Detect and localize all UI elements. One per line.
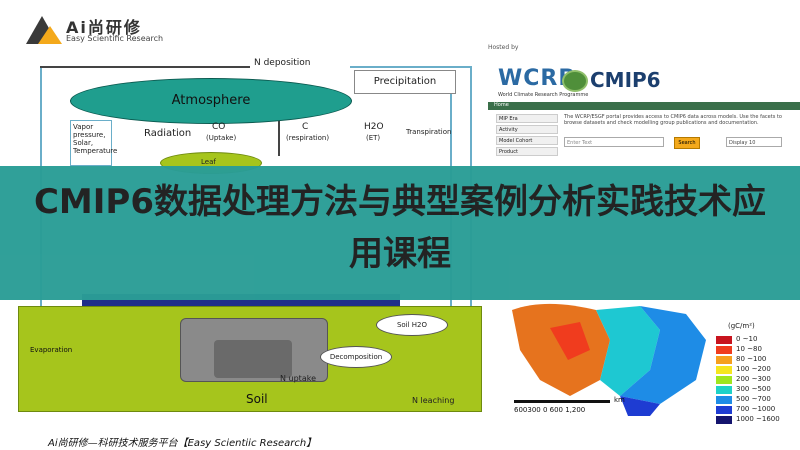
scalebar-line <box>514 400 610 403</box>
site-description: The WCRP/ESGF portal provides access to … <box>564 114 782 126</box>
cmip6-brand: CMIP6 <box>590 68 661 92</box>
cmip6-website-preview: Hosted by WCRP CMIP6 World Climate Resea… <box>488 44 800 172</box>
vapor-label: Vapor pressure, Solar, Temperature <box>73 123 118 155</box>
scalebar-ticks: 600300 0 600 1,200 <box>514 406 586 414</box>
n-deposition-label: N deposition <box>254 58 311 68</box>
legend-swatch <box>716 396 732 404</box>
map-region-north <box>550 322 590 360</box>
hosted-by-label: Hosted by <box>488 44 519 51</box>
legend-swatch <box>716 386 732 394</box>
legend-item: 80 ~100 <box>716 355 800 364</box>
evaporation-label: Evaporation <box>30 346 73 354</box>
site-navbar[interactable]: Home <box>488 102 800 110</box>
brand-logo: Ai尚研修 Easy Scientific Research <box>26 14 166 48</box>
scalebar-unit: km <box>614 396 625 404</box>
facet-activity[interactable]: Activity <box>496 125 558 134</box>
radiation-label: Radiation <box>144 128 192 139</box>
search-input[interactable]: Enter Text <box>564 137 664 147</box>
c-sub-label: (respiration) <box>286 134 330 142</box>
china-map <box>512 303 706 416</box>
facet-model-cohort[interactable]: Model Cohort <box>496 136 558 145</box>
nav-home[interactable]: Home <box>494 102 509 108</box>
course-title: CMIP6数据处理方法与典型案例分析实践技术应用课程 <box>33 182 766 274</box>
soil-h2o-node: Soil H2O <box>376 314 448 336</box>
display-select[interactable]: Display 10 <box>726 137 782 147</box>
facet-product[interactable]: Product <box>496 147 558 156</box>
h2o-sub-label: (ET) <box>366 134 381 142</box>
legend-unit: (gC/m²) <box>728 322 755 330</box>
facet-mip-era[interactable]: MIP Era <box>496 114 558 123</box>
co2-sub-label: (Uptake) <box>206 134 237 142</box>
decomposition-node: Decomposition <box>320 346 392 368</box>
site-header-strip: Hosted by <box>488 44 800 58</box>
legend-item: 100 ~200 <box>716 365 800 374</box>
search-button[interactable]: Search <box>674 137 700 149</box>
legend-swatch <box>716 416 732 424</box>
logo-accent-icon <box>38 26 62 44</box>
legend-item: 700 ~1000 <box>716 405 800 414</box>
legend-swatch <box>716 366 732 374</box>
map-region-west <box>512 303 610 396</box>
h2o-label: H2O <box>364 122 384 132</box>
diagram-line <box>40 66 250 68</box>
diagram-line <box>350 66 470 68</box>
title-banner: CMIP6数据处理方法与典型案例分析实践技术应用课程 <box>0 166 800 300</box>
logo-name: Ai尚研修 <box>66 18 142 37</box>
legend-swatch <box>716 346 732 354</box>
legend-swatch <box>716 356 732 364</box>
map-scalebar: 600300 0 600 1,200 km <box>514 396 625 418</box>
logo-tagline: Easy Scientific Research <box>66 34 164 43</box>
soil-label: Soil <box>246 392 268 406</box>
n-uptake-label: N uptake <box>280 374 316 383</box>
diagram-line <box>278 116 280 156</box>
legend-item: 1000 ~1600 <box>716 415 800 424</box>
map-legend: (gC/m²) 0 ~10 10 ~80 80 ~100 100 ~200 20… <box>706 322 800 424</box>
co2-label: CO <box>212 122 226 132</box>
footer-text: Ai尚研修—科研技术服务平台【Easy Scientiic Research】 <box>48 438 317 449</box>
legend-item: 200 ~300 <box>716 375 800 384</box>
atmosphere-node: Atmosphere <box>70 78 352 124</box>
legend-swatch <box>716 376 732 384</box>
legend-swatch <box>716 406 732 414</box>
c-label: C <box>302 122 309 132</box>
transpiration-label: Transpiration <box>406 128 452 136</box>
legend-swatch <box>716 336 732 344</box>
vapor-box: Vapor pressure, Solar, Temperature <box>70 120 118 166</box>
map-region-center <box>596 306 660 396</box>
legend-item: 0 ~10 <box>716 335 800 344</box>
soil-pool-inner <box>214 340 292 378</box>
precipitation-node: Precipitation <box>354 70 456 94</box>
n-leaching-label: N leaching <box>412 396 455 405</box>
legend-item: 10 ~80 <box>716 345 800 354</box>
site-subtitle: World Climate Research Programme <box>498 92 589 98</box>
legend-item: 500 ~700 <box>716 395 800 404</box>
map-region-east <box>620 306 706 404</box>
map-region-south <box>620 396 660 416</box>
globe-icon <box>562 70 588 92</box>
legend-item: 300 ~500 <box>716 385 800 394</box>
wcrp-brand: WCRP <box>498 66 576 91</box>
